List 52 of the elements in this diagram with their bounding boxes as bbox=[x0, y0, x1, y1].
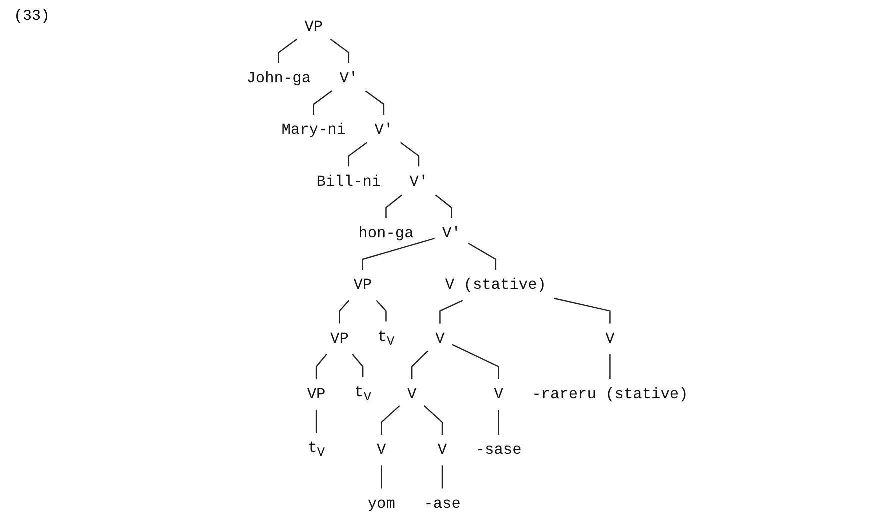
branch-line bbox=[362, 238, 436, 270]
branch-line bbox=[381, 466, 382, 489]
branch-line bbox=[554, 298, 611, 324]
branch-line bbox=[411, 350, 428, 380]
tree-node-label: Mary-ni bbox=[282, 122, 346, 139]
branch-line bbox=[610, 354, 611, 380]
tree-node-label: hon-ga bbox=[358, 225, 414, 242]
tree-node-label: -sase bbox=[476, 442, 522, 459]
branch-line bbox=[452, 344, 500, 380]
tree-node-label: V' bbox=[374, 122, 394, 139]
tree-node-label: V bbox=[606, 330, 615, 348]
tree-node-label: t$_{V}$ bbox=[378, 328, 395, 350]
branch-line bbox=[381, 405, 400, 436]
branch-line bbox=[400, 142, 420, 167]
tree-node-label: V bbox=[438, 442, 448, 459]
tree-node-label: VP bbox=[307, 386, 326, 404]
branch-line bbox=[386, 194, 403, 218]
branch-line bbox=[498, 410, 500, 436]
branch-line bbox=[278, 38, 298, 64]
tree-node-label: Bill-ni bbox=[316, 173, 382, 191]
tree-node-label: V bbox=[377, 442, 386, 459]
tree-node-label: VP bbox=[354, 276, 372, 294]
tree-node-label: V bbox=[494, 386, 504, 404]
tree-node-label: V' bbox=[410, 173, 428, 191]
branch-line bbox=[348, 142, 368, 167]
tree-node-label: t$_{V}$ bbox=[354, 384, 372, 406]
tree-node-label: -rareru (stative) bbox=[532, 386, 688, 404]
branch-line bbox=[352, 354, 364, 378]
branch-line bbox=[339, 300, 350, 324]
tree-node-label: V' bbox=[442, 225, 461, 242]
tree-node-label: t$_{V}$ bbox=[308, 440, 325, 461]
tree-node-label: VP bbox=[330, 330, 349, 348]
example-number: (33) bbox=[14, 8, 50, 25]
tree-node-label: VP bbox=[304, 18, 324, 36]
branch-line bbox=[365, 90, 385, 115]
tree-node-label: V bbox=[407, 386, 417, 404]
tree-node-label: yom bbox=[368, 495, 396, 513]
branch-line bbox=[442, 466, 444, 489]
branch-line bbox=[424, 405, 444, 436]
tree-node-label: John-ga bbox=[246, 70, 312, 88]
branch-line bbox=[468, 242, 497, 270]
branch-line bbox=[435, 194, 452, 218]
branch-line bbox=[330, 38, 350, 64]
branch-line bbox=[376, 300, 387, 322]
tree-node-label: V bbox=[436, 330, 445, 348]
branch-line bbox=[316, 354, 328, 380]
tree-node-label: V' bbox=[340, 70, 358, 88]
branch-line bbox=[440, 300, 464, 324]
tree-node-label: -ase bbox=[424, 495, 461, 513]
branch-line bbox=[313, 90, 332, 115]
branch-line bbox=[316, 410, 318, 434]
tree-node-label: V (stative) bbox=[445, 276, 546, 294]
